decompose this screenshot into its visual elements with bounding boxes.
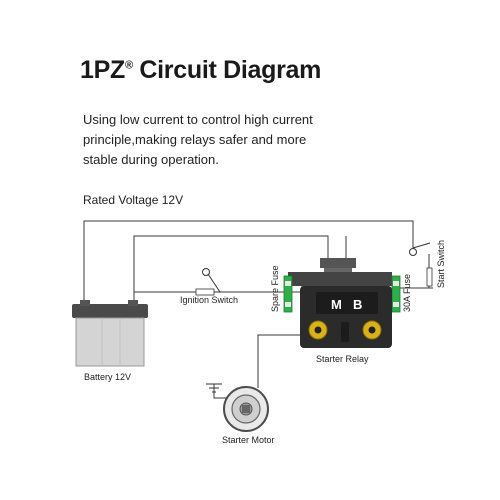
fuse-30a-contact-top bbox=[393, 281, 399, 286]
spare-fuse-contact-bottom bbox=[285, 302, 291, 307]
fuse-30a bbox=[391, 275, 401, 313]
start-switch-contact bbox=[426, 267, 433, 287]
starter-motor-core bbox=[242, 405, 250, 413]
relay-terminal-m-nut bbox=[314, 326, 322, 334]
relay-terminal-b-nut bbox=[368, 326, 376, 334]
start-switch bbox=[409, 242, 433, 287]
starter-relay: M B bbox=[300, 286, 392, 348]
ignition-switch-pivot bbox=[202, 268, 210, 276]
description-line-3: stable during operation. bbox=[83, 152, 219, 167]
spare-fuse-body bbox=[283, 275, 293, 313]
wire-battery-to-relay-top bbox=[133, 235, 329, 308]
starter-relay-label: Starter Relay bbox=[316, 354, 369, 364]
description-line-1: Using low current to control high curren… bbox=[83, 112, 313, 127]
relay-terminal-b-label: B bbox=[353, 297, 362, 312]
ground-icon bbox=[206, 383, 222, 393]
starter-relay-label-plate bbox=[316, 292, 378, 314]
battery-label: Battery 12V bbox=[84, 372, 131, 382]
relay-center-divider bbox=[341, 322, 349, 342]
start-switch-pivot bbox=[409, 248, 417, 256]
spare-fuse-label: Spare Fuse bbox=[270, 265, 280, 312]
registered-mark: ® bbox=[124, 59, 133, 72]
description: Using low current to control high curren… bbox=[83, 110, 353, 170]
spare-fuse bbox=[283, 275, 293, 313]
title-main: 1PZ bbox=[80, 56, 125, 84]
title-rest: Circuit Diagram bbox=[132, 56, 322, 84]
start-switch-label: Start Switch bbox=[436, 240, 446, 288]
rated-voltage-label: Rated Voltage 12V bbox=[83, 193, 184, 207]
battery-terminal-right bbox=[128, 300, 138, 306]
page-title: 1PZ® Circuit Diagram bbox=[80, 56, 321, 85]
starter-motor bbox=[223, 386, 269, 432]
ignition-switch-contact bbox=[195, 288, 215, 296]
wire-relay-to-motor bbox=[257, 334, 313, 388]
starter-motor-label: Starter Motor bbox=[222, 435, 275, 445]
fuse-30a-contact-bottom bbox=[393, 302, 399, 307]
ignition-switch bbox=[195, 268, 221, 296]
battery-lid bbox=[72, 304, 148, 318]
battery-body bbox=[75, 317, 145, 367]
relay-plug bbox=[288, 258, 392, 286]
wire-battery-to-start-switch bbox=[83, 220, 414, 308]
description-line-2: principle,making relays safer and more bbox=[83, 132, 307, 147]
battery-terminal-left bbox=[80, 300, 90, 306]
relay-connector-bar bbox=[288, 272, 392, 286]
spare-fuse-contact-top bbox=[285, 281, 291, 286]
ignition-switch-lever bbox=[207, 273, 221, 293]
relay-terminal-m-label: M bbox=[331, 297, 342, 312]
ignition-switch-label: Ignition Switch bbox=[180, 295, 238, 305]
relay-plug-top bbox=[320, 258, 356, 268]
battery bbox=[72, 300, 148, 367]
start-switch-lever bbox=[412, 242, 431, 249]
wires bbox=[83, 220, 433, 399]
fuse-30a-label: 30A Fuse bbox=[402, 274, 412, 312]
